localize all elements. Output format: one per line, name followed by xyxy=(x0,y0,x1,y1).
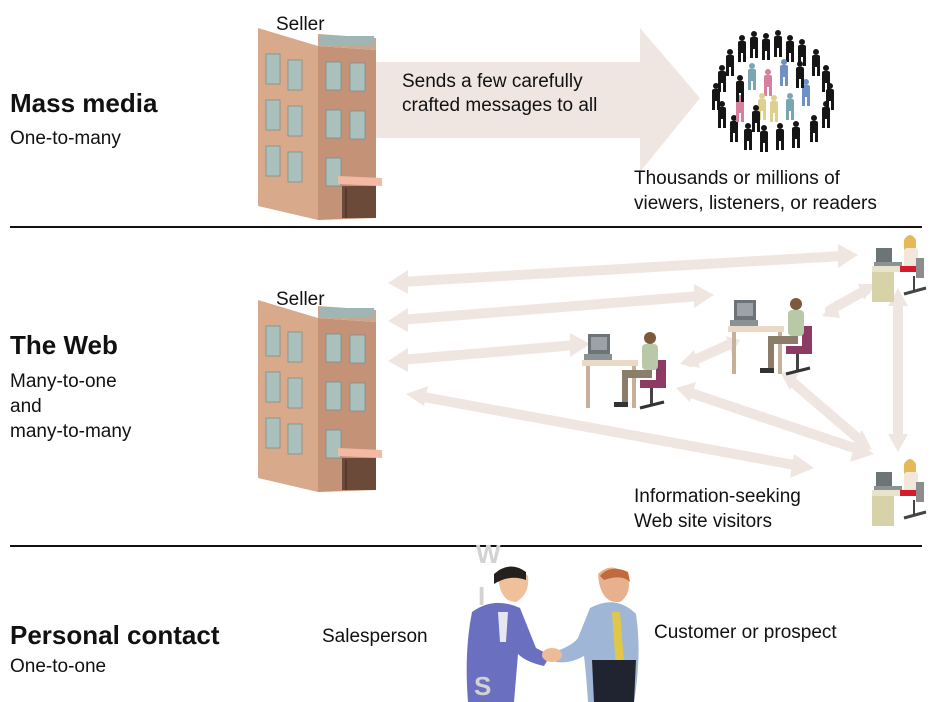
web-arrowheads xyxy=(388,244,908,478)
seller-building-top xyxy=(257,27,383,221)
audience-label-line2: viewers, listeners, or readers xyxy=(634,193,877,214)
divider-bottom xyxy=(10,545,922,547)
mass-media-subtitle: One-to-many xyxy=(10,128,121,149)
web-subtitle-line1: Many-to-one xyxy=(10,371,117,392)
customer-label: Customer or prospect xyxy=(654,622,837,643)
web-arrows xyxy=(395,251,903,471)
watermark-letter-i: I xyxy=(478,581,486,611)
web-subtitle-line3: many-to-many xyxy=(10,421,132,442)
web-user-right xyxy=(726,296,814,376)
seller-building-middle xyxy=(257,299,383,493)
salesperson-label: Salesperson xyxy=(322,626,428,647)
personal-contact-title: Personal contact xyxy=(10,620,220,650)
personal-contact-subtitle: One-to-one xyxy=(10,656,107,677)
web-user-bottom-right xyxy=(870,457,928,528)
crowd-icon xyxy=(712,30,834,152)
mass-media-arrow xyxy=(370,28,700,172)
divider-top xyxy=(10,226,922,228)
handshake-illustration xyxy=(466,566,639,702)
audience-label-line1: Thousands or millions of xyxy=(634,168,840,189)
seller-label-middle: Seller xyxy=(276,289,325,310)
arrow-text-line1: Sends a few carefully xyxy=(402,71,583,92)
web-subtitle-line2: and xyxy=(10,396,42,417)
watermark-letter-w: W xyxy=(476,539,501,569)
seller-label-top: Seller xyxy=(276,14,325,35)
visitors-label-line1: Information-seeking xyxy=(634,486,801,507)
web-user-center xyxy=(580,330,668,410)
web-title: The Web xyxy=(10,330,118,360)
watermark-letter-s: S xyxy=(474,671,492,701)
visitors-label-line2: Web site visitors xyxy=(634,511,772,532)
mass-media-title: Mass media xyxy=(10,88,158,118)
arrow-text-line2: crafted messages to all xyxy=(402,95,598,116)
